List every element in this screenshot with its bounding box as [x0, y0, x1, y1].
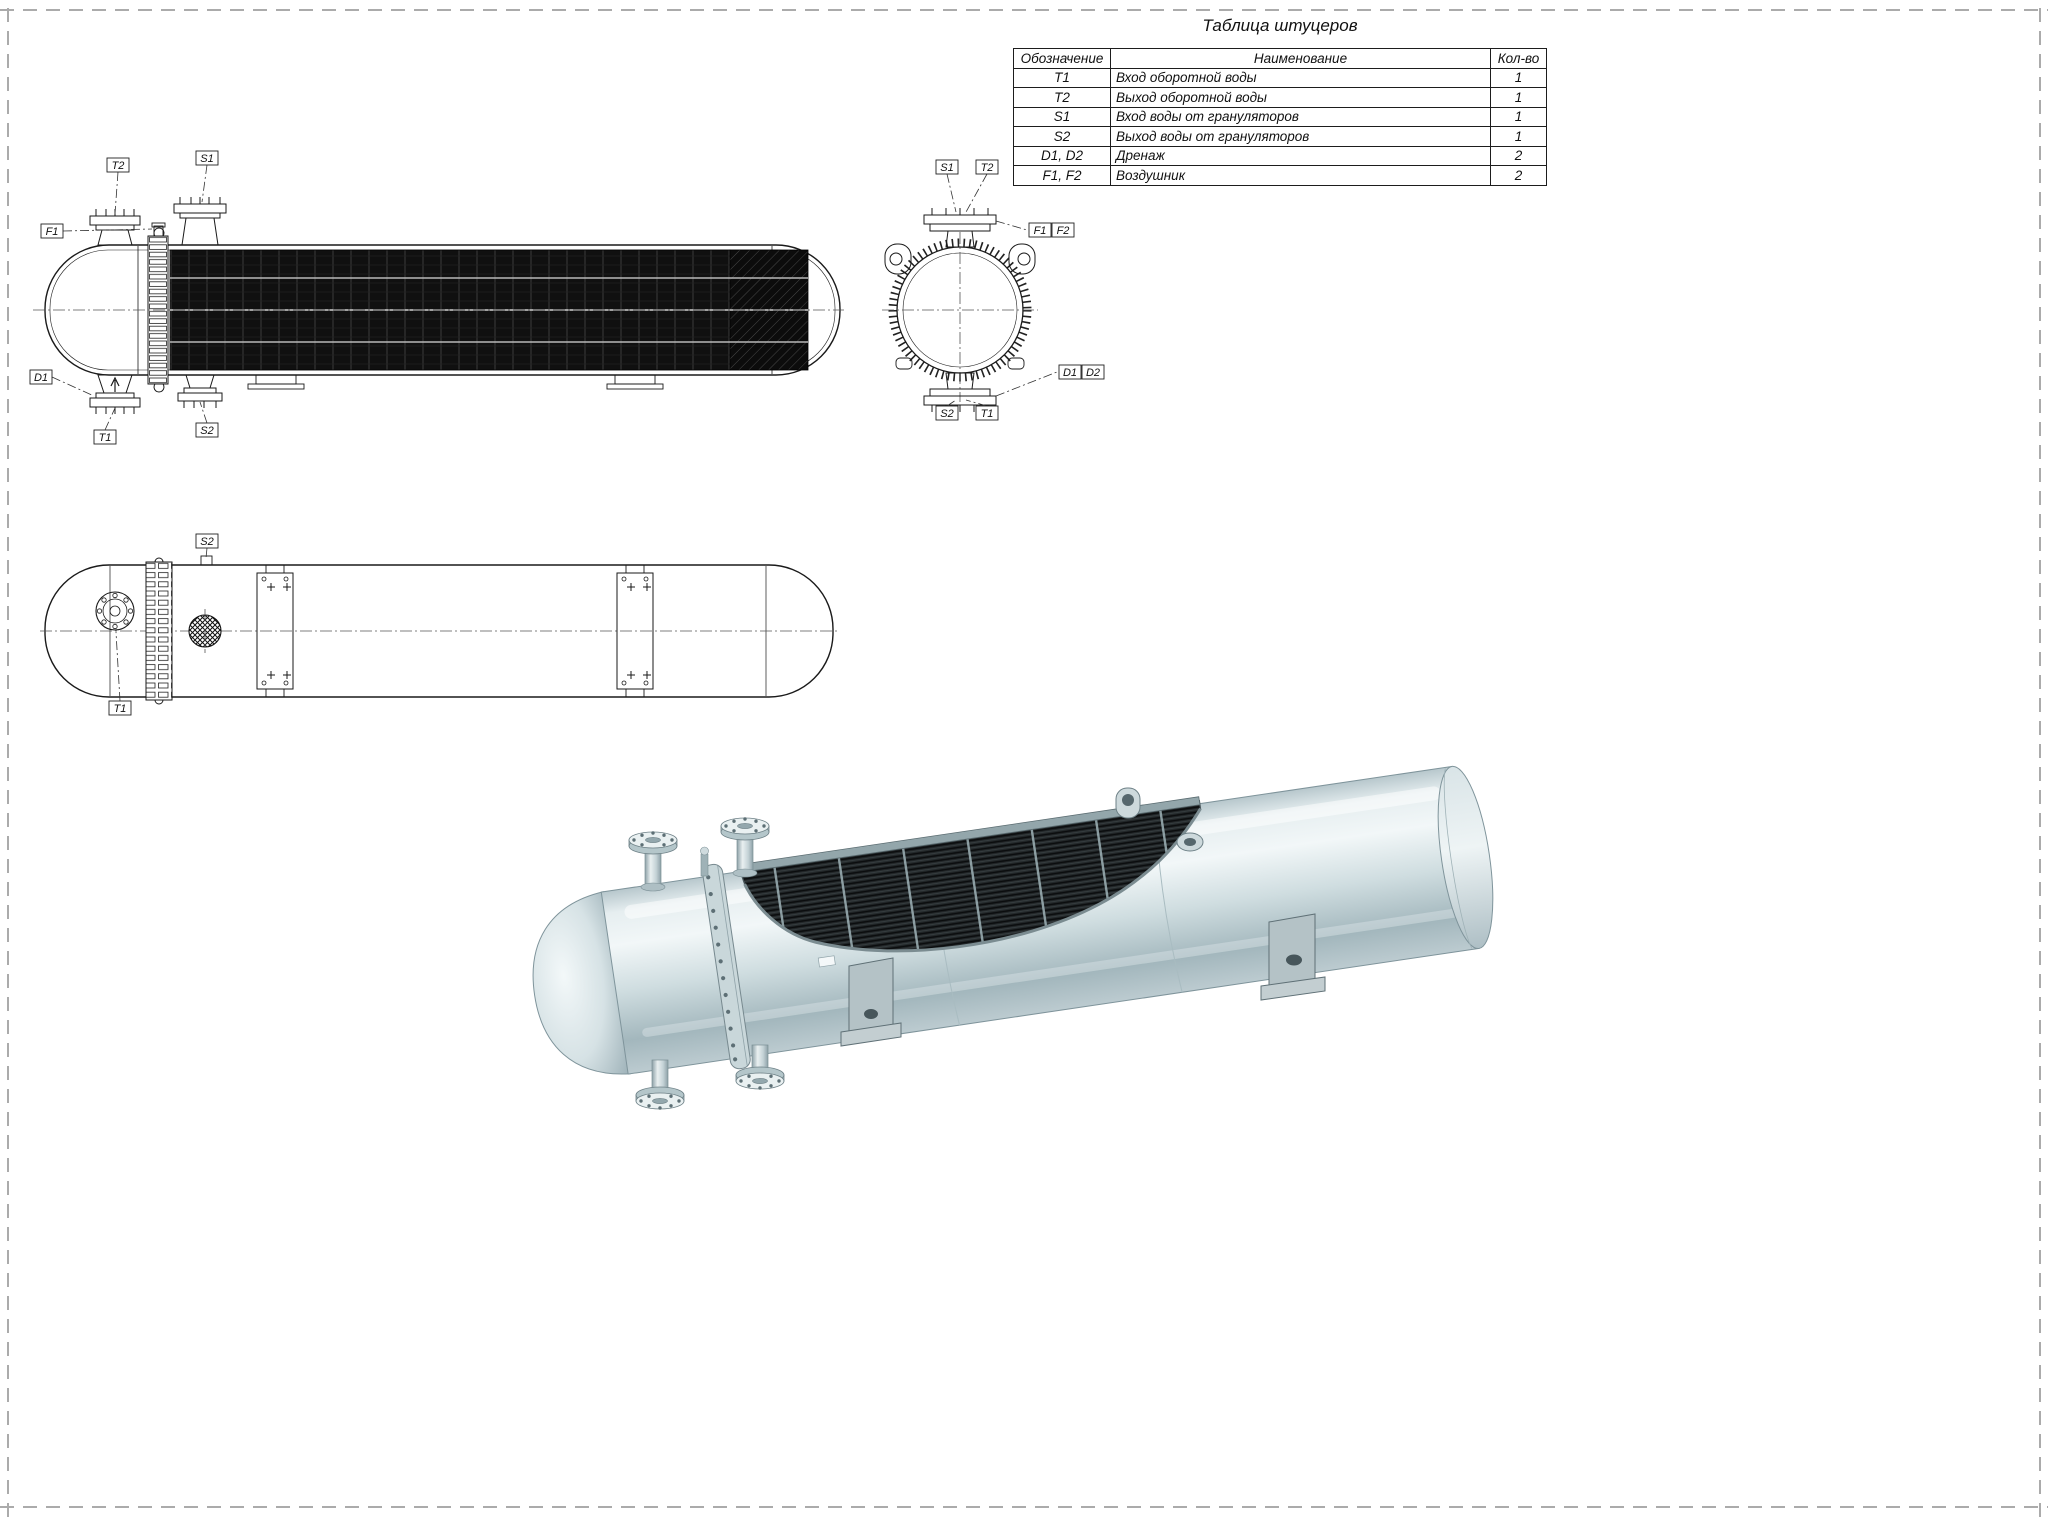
flow-arrow — [110, 376, 120, 392]
lifting-lug — [884, 243, 912, 275]
sheet-border-left — [7, 0, 9, 1517]
render-3d — [532, 765, 1494, 1111]
table-header-row: Обозначение Наименование Кол-во — [1013, 48, 1547, 69]
flange-circle — [95, 591, 135, 631]
nozzle-name: Выход воды от грануляторов — [1110, 126, 1491, 147]
svg-text:T1: T1 — [114, 703, 127, 715]
table-row: S1 Вход воды от грануляторов 1 — [1013, 106, 1547, 127]
bottom-nozzle-3d — [635, 1059, 685, 1111]
label-t2: T2 — [965, 159, 999, 213]
nozzle-designation: T2 — [1013, 87, 1111, 108]
svg-text:F2: F2 — [1057, 225, 1070, 237]
label-t1: T1 — [965, 399, 999, 421]
left-head-3d — [532, 891, 631, 1075]
table-row: F1, F2 Воздушник 2 — [1013, 165, 1547, 186]
nozzle-f1 — [151, 222, 166, 237]
saddle-support-3d — [840, 957, 902, 1047]
col-qty: Кол-во — [1490, 48, 1547, 69]
lifting-lug — [1008, 243, 1036, 275]
saddle-support-3d — [1260, 913, 1326, 1001]
right-cap-3d — [1437, 765, 1494, 950]
girth-flange-3d — [702, 863, 751, 1070]
svg-text:F1: F1 — [1034, 225, 1047, 237]
sheet-border-bottom — [0, 1506, 2048, 1508]
label-f1: F1 — [40, 223, 153, 239]
sheet-border-right — [2039, 0, 2041, 1517]
nozzle-t2 — [89, 209, 141, 246]
nozzle-qty: 1 — [1490, 87, 1547, 108]
nozzle-name: Вход оборотной воды — [1110, 67, 1491, 88]
side-view: T2 S1 F1 D1 T1 S2 — [29, 150, 844, 445]
label-t1: T1 — [93, 407, 117, 445]
svg-text:T1: T1 — [99, 432, 112, 444]
nozzle-designation: S2 — [1013, 126, 1111, 147]
label-s1: S1 — [935, 159, 959, 213]
col-designation: Обозначение — [1013, 48, 1111, 69]
label-f1-f2: F1 F2 — [995, 220, 1075, 238]
table-row: T2 Выход оборотной воды 1 — [1013, 87, 1547, 108]
end-view: S1 T2 F1 F2 D1 D2 S2 T1 — [882, 159, 1105, 421]
cut-edge — [743, 807, 1202, 953]
nozzle-qty: 1 — [1490, 67, 1547, 88]
svg-text:S1: S1 — [940, 162, 953, 174]
nozzle-table-title: Таблица штуцеров — [1202, 16, 1358, 35]
nozzle-designation: T1 — [1013, 67, 1111, 88]
saddle-support — [247, 374, 305, 390]
sheet-border-top — [0, 9, 2048, 11]
svg-text:D2: D2 — [1086, 367, 1100, 379]
nozzle-name: Выход оборотной воды — [1110, 87, 1491, 108]
label-d1-d2: D1 D2 — [995, 364, 1105, 397]
nozzle-name: Дренаж — [1110, 145, 1491, 166]
trunnion — [895, 357, 1025, 370]
svg-text:F1: F1 — [46, 226, 59, 238]
col-name: Наименование — [1110, 48, 1491, 69]
lifting-lug-3d — [1115, 787, 1141, 819]
label-t1: T1 — [108, 631, 132, 716]
nozzle-designation: S1 — [1013, 106, 1111, 127]
top-view: S2 T1 — [40, 533, 838, 716]
table-row: T1 Вход оборотной воды 1 — [1013, 67, 1547, 88]
svg-text:D1: D1 — [1063, 367, 1077, 379]
nozzle-table-block: Таблица штуцеров Обозначение Наименовани… — [1013, 16, 1547, 186]
nameplate — [817, 955, 836, 968]
table-row: S2 Выход воды от грануляторов 1 — [1013, 126, 1547, 147]
top-nozzle-3d — [628, 830, 678, 892]
top-nozzle — [923, 208, 997, 248]
svg-text:T1: T1 — [981, 408, 994, 420]
vent-stub — [200, 555, 213, 566]
nozzle-designation: F1, F2 — [1013, 165, 1111, 186]
svg-text:T2: T2 — [112, 160, 125, 172]
nozzle-qty: 1 — [1490, 126, 1547, 147]
label-s2: S2 — [935, 399, 959, 421]
svg-text:D1: D1 — [34, 372, 48, 384]
nozzle-qty: 2 — [1490, 165, 1547, 186]
saddle-plate — [256, 564, 294, 698]
label-s2: S2 — [195, 401, 219, 438]
nozzle-name: Воздушник — [1110, 165, 1491, 186]
nozzle-qty: 2 — [1490, 145, 1547, 166]
svg-text:S2: S2 — [200, 425, 213, 437]
svg-text:S2: S2 — [940, 408, 953, 420]
nozzle-qty: 1 — [1490, 106, 1547, 127]
label-s2: S2 — [195, 533, 219, 559]
svg-text:S1: S1 — [200, 153, 213, 165]
nozzle-name: Вход воды от грануляторов — [1110, 106, 1491, 127]
saddle-plate — [616, 564, 654, 698]
vessel-3d-body — [532, 765, 1494, 1075]
saddle-support — [606, 374, 664, 390]
top-nozzle-3d — [720, 816, 770, 878]
nozzle-s2 — [177, 374, 223, 408]
bottom-nozzle-3d — [735, 1044, 785, 1091]
lifting-lug-3d — [1176, 832, 1204, 852]
svg-text:T2: T2 — [981, 162, 994, 174]
girth-flange-bolts — [145, 557, 173, 705]
label-d1: D1 — [29, 369, 95, 397]
nozzle-s1 — [173, 197, 227, 246]
label-s1: S1 — [195, 150, 219, 203]
vent-stub-3d — [700, 846, 709, 877]
nozzle-hatched — [188, 609, 222, 653]
label-t2: T2 — [106, 157, 130, 215]
svg-text:S2: S2 — [200, 536, 213, 548]
nozzle-table: Обозначение Наименование Кол-во T1 Вход … — [1013, 48, 1547, 186]
